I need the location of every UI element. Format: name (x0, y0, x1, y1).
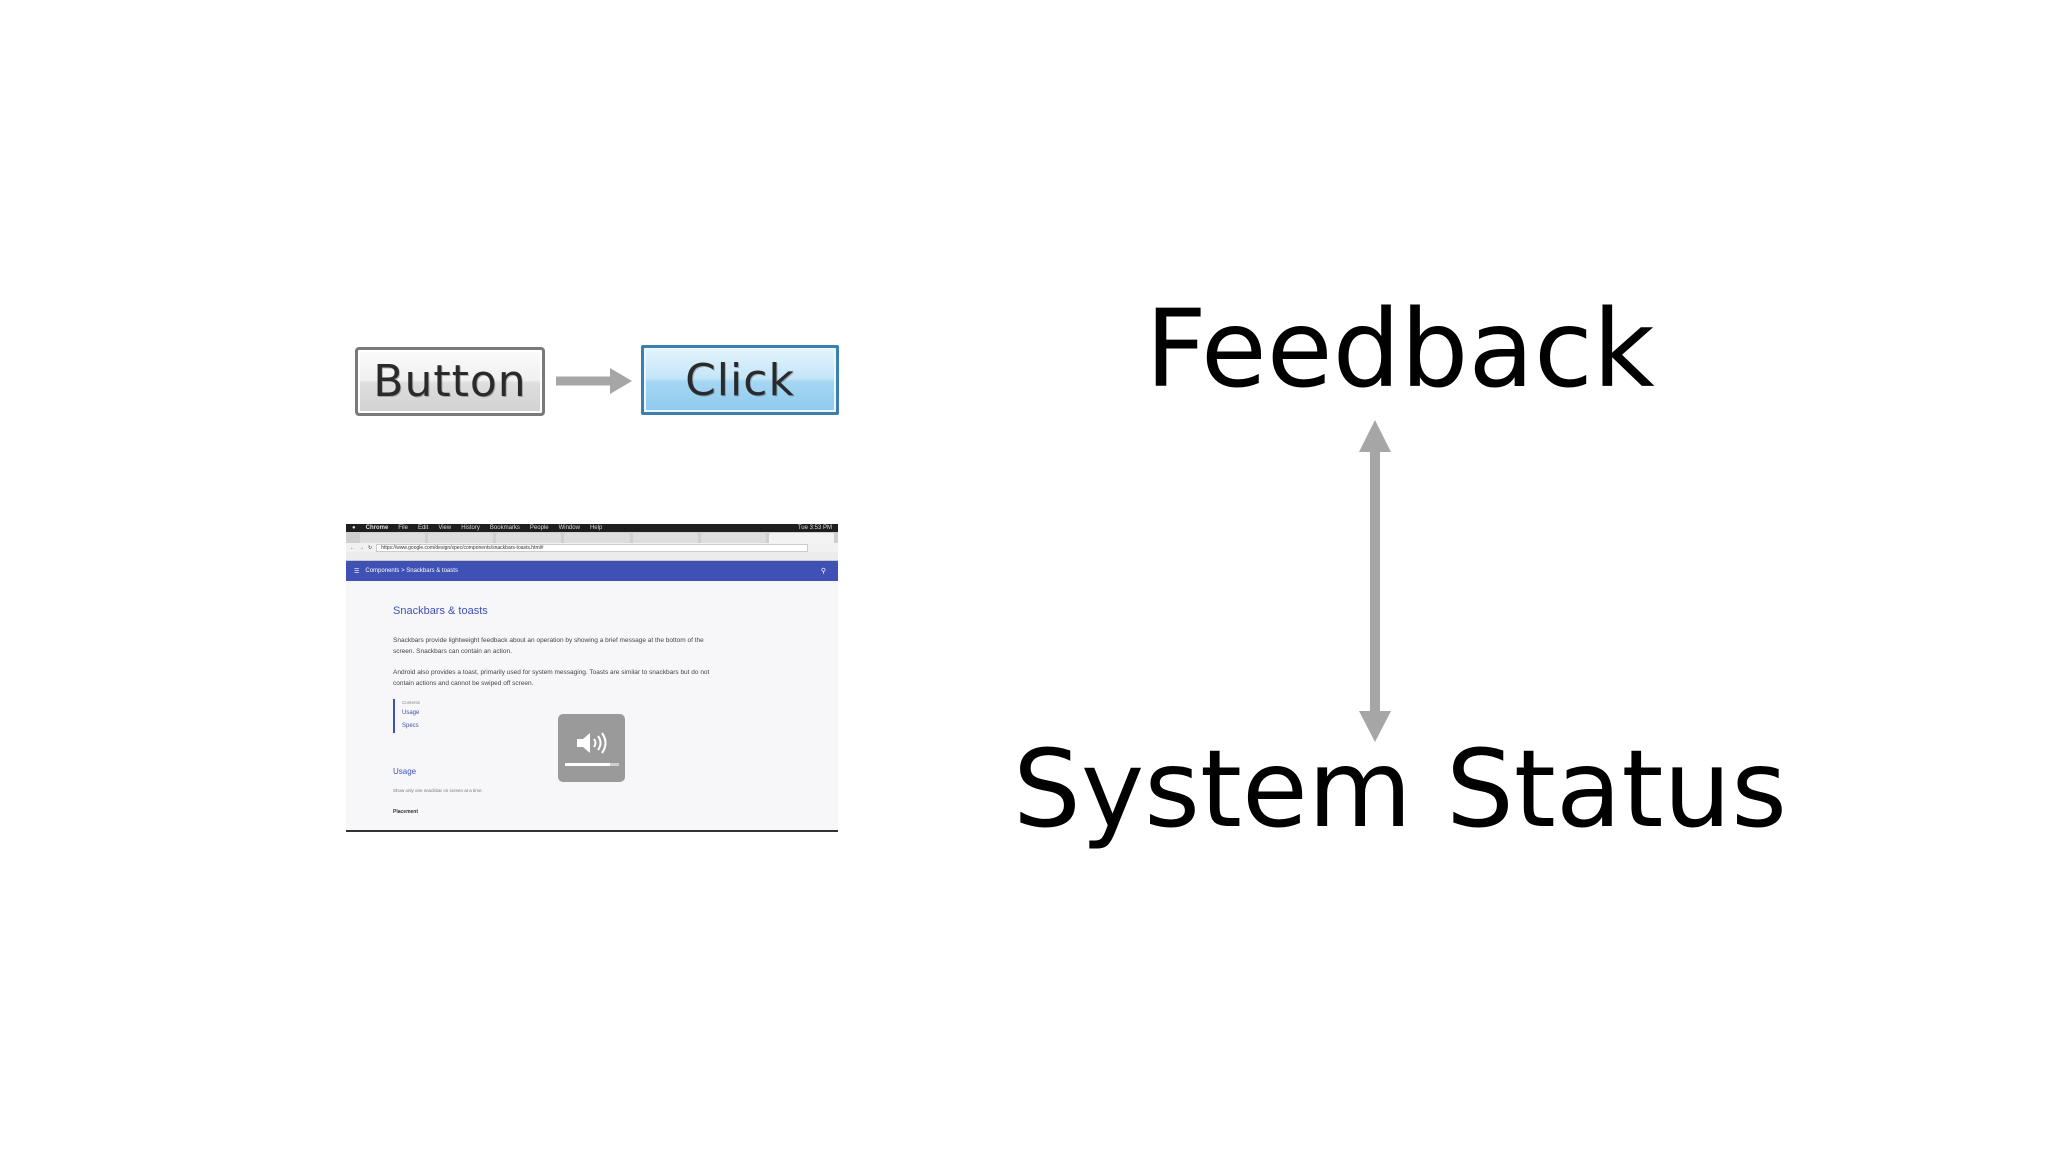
browser-tab (632, 533, 698, 543)
browser-tab (496, 533, 562, 543)
volume-hud (558, 714, 625, 782)
back-icon: ← (350, 544, 355, 551)
site-subheading: Placement (393, 809, 419, 815)
menu-item: File (398, 525, 408, 531)
mac-menubar: ● Chrome File Edit View History Bookmark… (346, 524, 838, 532)
toc-heading: Contents (402, 700, 421, 705)
site-appbar: ☰ Components > Snackbars & toasts ⚲ (346, 561, 838, 581)
menu-item: Window (558, 525, 580, 531)
forward-icon: → (359, 544, 364, 551)
address-bar: ← → ↻ https://www.google.com/design/spec… (346, 543, 838, 552)
menubar-clock: Tue 3:53 PM (797, 525, 832, 531)
browser-tab (700, 533, 766, 543)
menu-item: Edit (417, 525, 429, 531)
volume-bar (564, 762, 619, 766)
clicked-button-example: Click (641, 345, 839, 415)
site-breadcrumb: Components > Snackbars & toasts (365, 568, 458, 574)
menu-item: Help (589, 525, 603, 531)
browser-tabs (346, 532, 838, 543)
search-icon: ⚲ (820, 568, 826, 575)
double-headed-arrow (1359, 420, 1391, 742)
browser-tab-active (768, 533, 834, 543)
site-paragraph: Android also provides a toast, primarily… (393, 669, 710, 687)
toc-item: Specs (402, 723, 419, 729)
apple-icon: ● (352, 525, 356, 531)
bookmarks-bar (346, 552, 838, 561)
button-example: Button (355, 347, 545, 416)
menu-item: History (461, 525, 480, 531)
site-paragraph: Snackbars provide lightweight feedback a… (393, 637, 704, 655)
browser-tab (360, 533, 426, 543)
menubar-app: Chrome (365, 525, 389, 531)
browser-tab (428, 533, 494, 543)
volume-bar-fill (564, 762, 611, 766)
browser-tab (564, 533, 630, 543)
site-content: Snackbars & toasts Snackbars provide lig… (346, 581, 838, 815)
speaker-icon (576, 731, 606, 754)
reload-icon: ↻ (368, 544, 373, 551)
site-section-heading: Usage (393, 767, 417, 776)
site-page-title: Snackbars & toasts (393, 605, 488, 617)
feedback-label: Feedback (1145, 288, 1655, 412)
toc-item: Usage (402, 710, 420, 716)
browser-screenshot: ● Chrome File Edit View History Bookmark… (346, 524, 838, 832)
menu-item: Bookmarks (489, 525, 520, 531)
menu-item: View (438, 525, 452, 531)
site-toc: Contents Usage Specs (393, 699, 838, 733)
site-section-text: Show only one snackbar on screen at a ti… (393, 788, 483, 793)
system-status-label: System Status (1013, 728, 1787, 852)
url-field: https://www.google.com/design/spec/compo… (376, 543, 808, 552)
menu-icon: ☰ (354, 568, 360, 575)
menu-item: People (529, 525, 549, 531)
right-arrow (556, 368, 632, 394)
